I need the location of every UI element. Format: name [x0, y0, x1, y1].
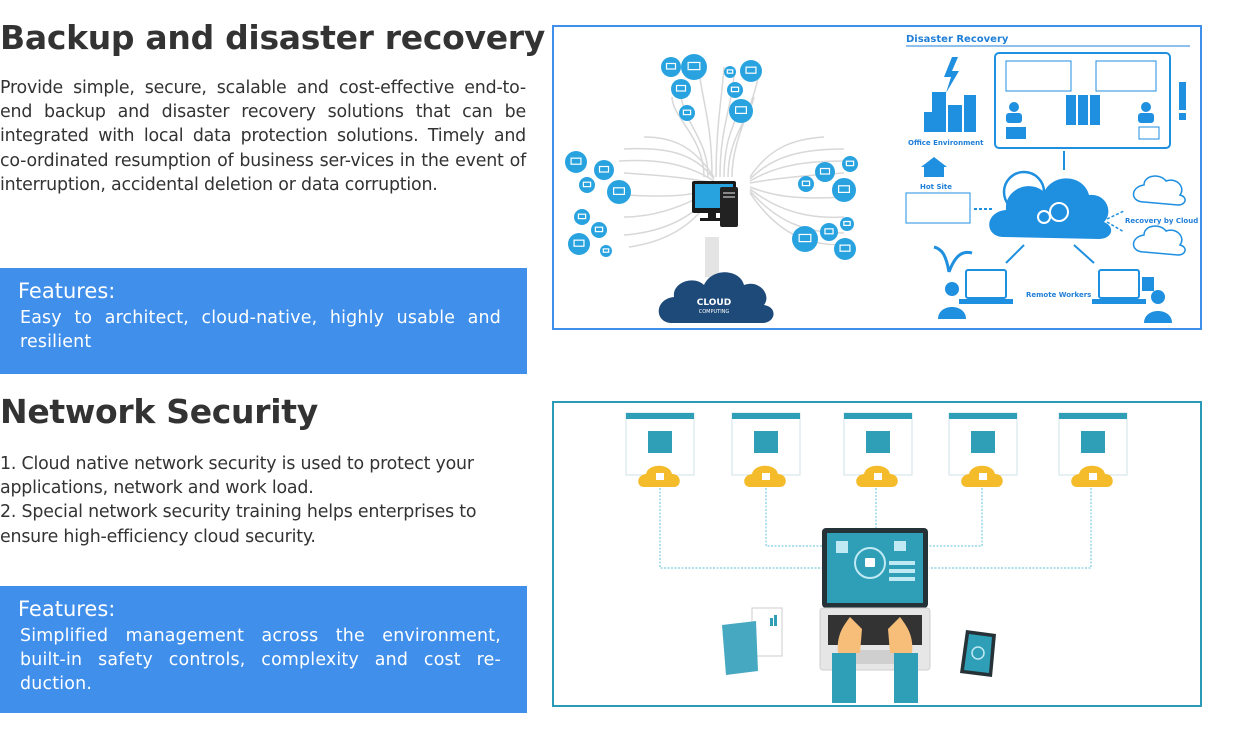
folder-chart-icon	[971, 431, 995, 453]
laptop-glyph	[726, 69, 734, 74]
laptop-circle-icon	[792, 226, 818, 252]
laptop-glyph	[582, 181, 592, 188]
laptop-circle-icon	[600, 245, 612, 257]
laptop-glyph	[843, 220, 851, 227]
laptop-glyph	[602, 248, 610, 253]
mail-window	[625, 412, 695, 487]
features-text: Simplified management across the environ…	[20, 626, 501, 695]
remote-workers-label: Remote Workers	[1026, 291, 1091, 299]
features-label: Features:	[18, 597, 116, 621]
laptop-circle-icon	[607, 180, 631, 204]
laptop-circle-icon	[661, 57, 681, 77]
laptop-circle-icon	[574, 209, 590, 225]
laptop-glyph	[573, 239, 585, 247]
office-building-icon	[924, 57, 976, 132]
dr-heading: Disaster Recovery	[906, 34, 1009, 45]
office-label: Office Environment	[908, 139, 984, 147]
laptop-circle-icon	[579, 177, 595, 193]
laptop-glyph	[612, 187, 625, 196]
laptop-circle-icon	[815, 162, 835, 182]
laptop-circle-icon	[724, 66, 736, 78]
laptop-glyph	[598, 165, 610, 173]
laptop-circle-icon	[679, 105, 695, 121]
recovery-label: Recovery by Cloud	[1125, 217, 1198, 225]
cloud-sublabel: COMPUTING	[699, 309, 730, 315]
laptop-circle-icon	[591, 222, 607, 238]
laptop-glyph	[839, 244, 851, 252]
network-diagram: CLOUD COMPUTING	[565, 54, 858, 323]
laptop-circle-icon	[729, 99, 753, 123]
laptop-glyph	[682, 109, 692, 116]
laptop-circle-icon	[798, 176, 814, 192]
laptop-glyph	[570, 157, 582, 165]
payment-icon	[866, 431, 890, 453]
payment-window	[843, 412, 913, 487]
laptop-circle-icon	[594, 160, 614, 180]
folder-chart-window	[948, 412, 1018, 487]
laptop-circle-icon	[842, 156, 858, 172]
tablet-icon	[960, 630, 996, 677]
laptop-glyph	[798, 233, 812, 243]
hot-site-label: Hot Site	[920, 183, 952, 191]
database-icon	[1081, 431, 1105, 453]
laptop-glyph	[824, 228, 834, 235]
laptop-circle-icon	[820, 223, 838, 241]
contacts-icon	[754, 431, 778, 453]
laptop-circle-icon	[565, 151, 587, 173]
laptop-glyph	[730, 86, 740, 93]
laptop-circle-icon	[840, 217, 854, 231]
cloud-computing-icon: CLOUD COMPUTING	[658, 272, 774, 323]
laptop-circle-icon	[740, 60, 762, 82]
contacts-window	[731, 412, 801, 487]
laptop-circle-icon	[727, 82, 743, 98]
network-security-title: Network Security	[0, 392, 318, 431]
network-security-description: 1. Cloud native network security is used…	[0, 452, 526, 549]
laptop-circle-icon	[568, 233, 590, 255]
features-text: Easy to architect, cloud-native, highly …	[20, 308, 501, 353]
laptop-glyph	[819, 167, 831, 175]
laptop-glyph	[745, 66, 757, 74]
network-security-point-2: 2. Special network security training hel…	[0, 502, 477, 547]
network-security-point-1: 1. Cloud native network security is used…	[0, 454, 474, 499]
laptop-circle-icon	[832, 178, 856, 202]
backup-features-box: Features: Easy to architect, cloud-nativ…	[0, 268, 527, 374]
laptop-glyph	[687, 61, 701, 71]
laptop-glyph	[675, 84, 687, 92]
laptop-glyph	[594, 226, 604, 233]
backup-illustration: CLOUD COMPUTING Disaster Recovery Office…	[552, 25, 1202, 330]
laptop-circle-icons	[565, 54, 858, 260]
app-windows	[625, 412, 1128, 487]
network-features-box: Features: Simplified management across t…	[0, 586, 527, 713]
mail-icon	[648, 431, 672, 453]
laptop-circle-icon	[834, 238, 856, 260]
cloud-label: CLOUD	[697, 298, 731, 308]
network-security-illustration	[552, 401, 1202, 707]
laptop-icon	[819, 528, 931, 703]
document-book-icon	[722, 607, 783, 675]
laptop-glyph	[577, 213, 587, 220]
arrow-down	[705, 237, 719, 277]
backup-paragraph: Provide simple, secure, scalable and cos…	[0, 78, 526, 195]
laptop-glyph	[838, 185, 851, 194]
features-label: Features:	[18, 279, 116, 303]
laptop-glyph	[845, 160, 855, 167]
backup-section-title: Backup and disaster recovery	[0, 18, 545, 57]
desktop-computer-icon	[692, 181, 738, 227]
laptop-circle-icon	[671, 79, 691, 99]
disaster-recovery-diagram: Disaster Recovery Office Environment	[905, 34, 1198, 323]
backup-description: Provide simple, secure, scalable and cos…	[0, 76, 526, 197]
laptop-circle-icon	[681, 54, 707, 80]
database-window	[1058, 412, 1128, 487]
laptop-glyph	[801, 180, 811, 187]
laptop-glyph	[665, 62, 677, 70]
laptop-glyph	[735, 106, 748, 115]
